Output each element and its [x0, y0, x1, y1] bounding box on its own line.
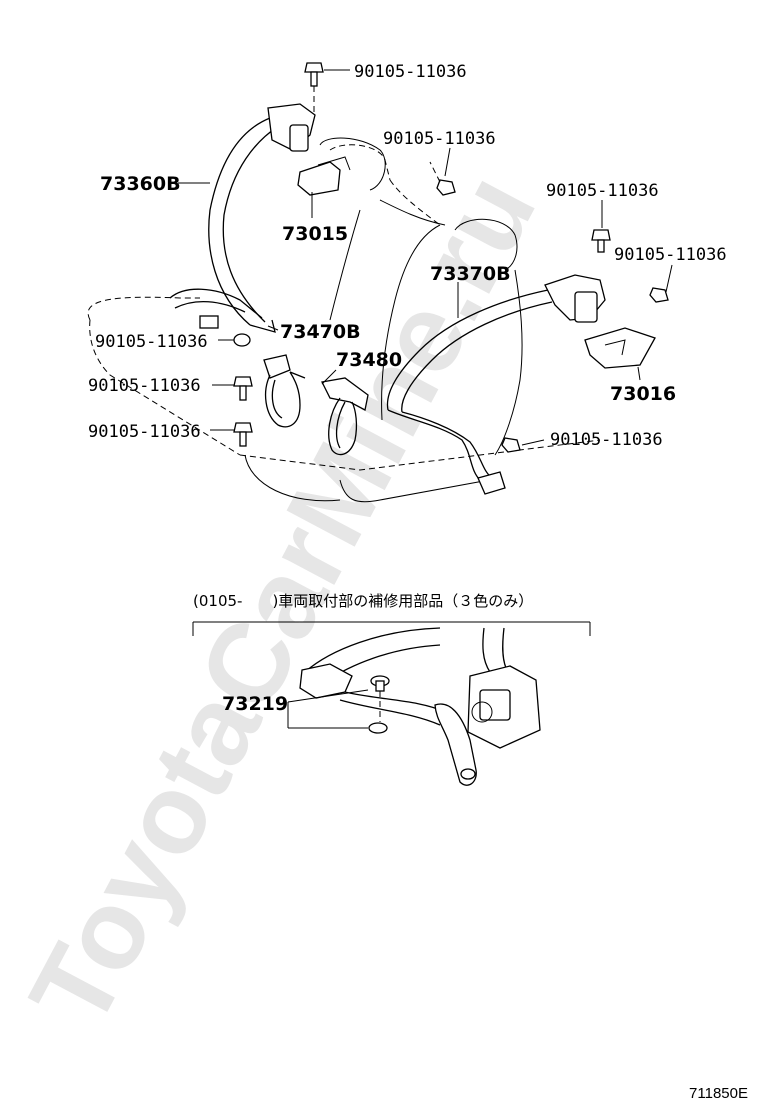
- label-bolt-center: 90105-11036: [383, 129, 496, 149]
- label-bolt-right-lower: 90105-11036: [550, 430, 663, 450]
- label-bolt-left-3: 90105-11036: [88, 422, 201, 442]
- bolt-top-icon: [304, 62, 324, 112]
- label-bolt-left-1: 90105-11036: [95, 332, 208, 352]
- label-repair-part: 73219: [222, 693, 288, 715]
- leader-lines: [178, 69, 673, 446]
- label-buckle-left: 73470B: [280, 321, 361, 343]
- bolt-left-1-icon: [233, 333, 251, 347]
- label-anchor-right: 73016: [610, 383, 676, 405]
- rear-seat-outline: [87, 137, 601, 503]
- label-belt-right: 73370B: [430, 263, 511, 285]
- detail-leader: [287, 689, 369, 729]
- label-bolt-left-2: 90105-11036: [88, 376, 201, 396]
- label-buckle-center: 73480: [336, 349, 402, 371]
- label-anchor-left: 73015: [282, 223, 348, 245]
- bolt-right-upper-icon: [591, 229, 611, 253]
- label-bolt-right-upper: 90105-11036: [546, 181, 659, 201]
- bolt-left-3-icon: [233, 422, 253, 447]
- label-bolt-right-mid: 90105-11036: [614, 245, 727, 265]
- detail-bracket: [192, 621, 591, 636]
- label-bolt-top: 90105-11036: [354, 62, 467, 82]
- bolt-right-lower-icon: [501, 437, 521, 453]
- figure-code: 711850E: [689, 1085, 748, 1102]
- bolt-center-icon: [429, 161, 456, 196]
- right-seat-belt: [386, 274, 606, 495]
- left-buckle: [263, 354, 306, 428]
- center-buckle: [321, 377, 369, 456]
- detail-fastener-icon: [368, 675, 390, 734]
- bolt-right-mid-icon: [649, 287, 669, 303]
- bolt-left-2-icon: [233, 376, 253, 401]
- repair-parts-note: (0105- )車両取付部の補修用部品（３色のみ）: [193, 592, 533, 610]
- right-anchor-bracket: [584, 327, 656, 369]
- detail-belt-assembly: [299, 627, 541, 786]
- left-anchor-bracket: [297, 156, 351, 196]
- left-seat-belt: [169, 103, 316, 333]
- label-belt-left: 73360B: [100, 173, 181, 195]
